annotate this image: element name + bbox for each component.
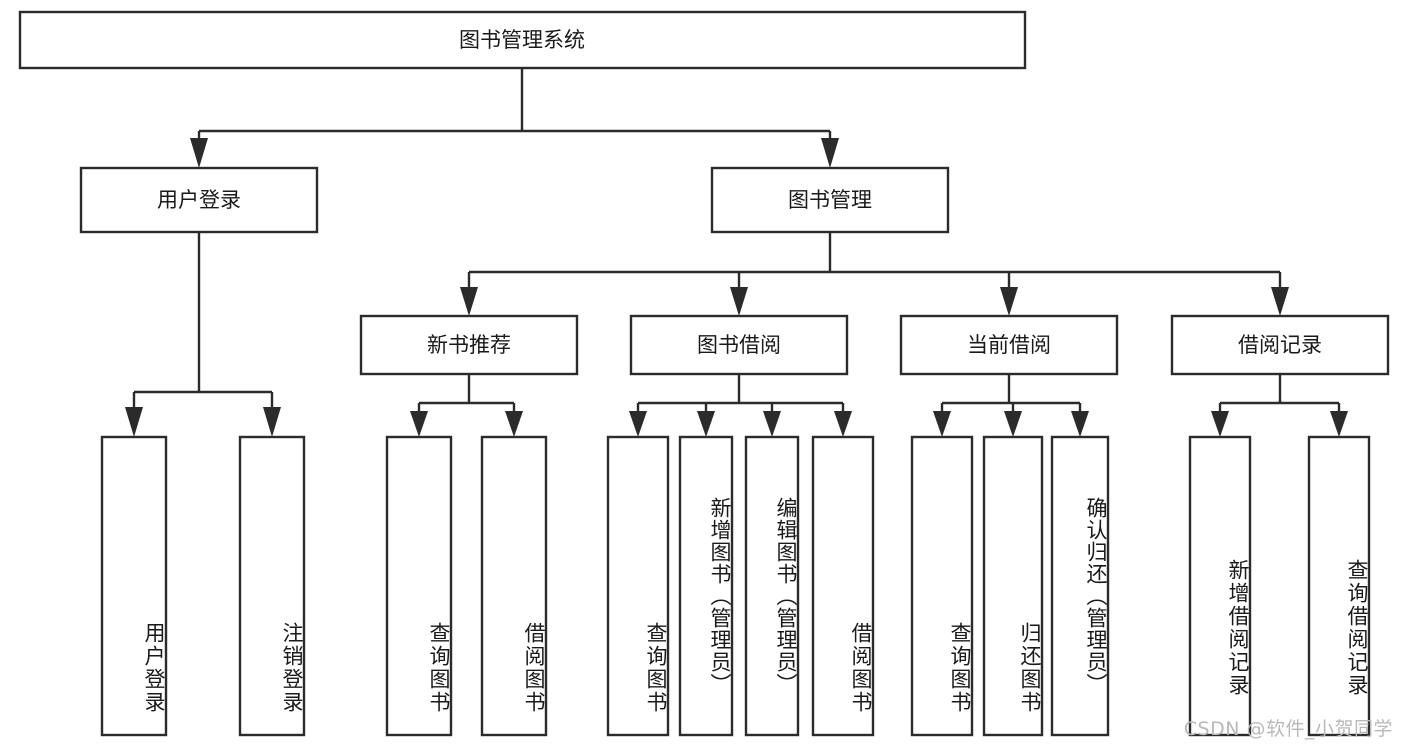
connector-group-root <box>190 68 839 168</box>
node-leaf-borrow-book-1-box[interactable] <box>480 435 548 737</box>
node-new-book-rec-box[interactable] <box>359 314 579 376</box>
node-leaf-user-login-box[interactable] <box>100 435 168 737</box>
node-root[interactable]: 图书管理系统 <box>18 10 1027 70</box>
node-book-manage-box[interactable] <box>710 166 950 234</box>
node-leaf-query-book-1-box[interactable] <box>385 435 453 737</box>
connector-group-current-borrow <box>933 374 1089 437</box>
leaf-boxes <box>100 435 1371 737</box>
node-root-box[interactable] <box>18 10 1027 70</box>
arrow-head-leaf-logout <box>263 407 281 437</box>
connector-group-user-login <box>125 232 281 437</box>
node-leaf-borrow-book-2-box[interactable] <box>811 435 875 737</box>
node-leaf-logout-box[interactable] <box>238 435 306 737</box>
node-new-book-rec-label: 新书推荐 <box>427 333 511 357</box>
node-user-login-box[interactable] <box>79 166 319 234</box>
connector-group-borrow-record <box>1211 374 1348 437</box>
node-leaf-edit-book-box[interactable] <box>744 435 800 737</box>
arrow-head-leaf-query-record <box>1330 411 1348 437</box>
node-leaf-add-record-box[interactable] <box>1188 435 1252 737</box>
arrow-head-leaf-return-book <box>1004 411 1022 437</box>
arrow-head-current-borrow <box>1000 287 1018 316</box>
arrow-head-leaf-query-book-1 <box>410 411 428 437</box>
connector-group-book-manage <box>460 232 1289 316</box>
node-leaf-confirm-return-box[interactable] <box>1050 435 1110 737</box>
node-borrow-record-label: 借阅记录 <box>1238 333 1322 357</box>
arrow-head-leaf-add-record <box>1211 411 1229 437</box>
node-book-manage[interactable]: 图书管理 <box>710 166 950 234</box>
arrow-head-book-borrow <box>730 287 748 316</box>
node-root-label: 图书管理系统 <box>459 28 585 52</box>
node-leaf-add-book-box[interactable] <box>678 435 734 737</box>
arrow-head-new-book-rec <box>460 287 478 316</box>
node-current-borrow[interactable]: 当前借阅 <box>899 314 1119 376</box>
node-book-borrow[interactable]: 图书借阅 <box>629 314 849 376</box>
connector-group-new-book-rec <box>410 374 523 437</box>
node-leaf-query-book-2-box[interactable] <box>606 435 670 737</box>
node-current-borrow-label: 当前借阅 <box>967 333 1051 357</box>
arrow-head-leaf-add-book <box>697 411 715 437</box>
node-leaf-query-book-3-box[interactable] <box>910 435 974 737</box>
arrow-head-leaf-user-login <box>125 407 143 437</box>
node-user-login[interactable]: 用户登录 <box>79 166 319 234</box>
arrow-head-borrow-record <box>1271 287 1289 316</box>
arrow-head-leaf-borrow-book-1 <box>505 411 523 437</box>
arrow-head-leaf-edit-book <box>763 411 781 437</box>
arrow-head-leaf-borrow-book-2 <box>834 411 852 437</box>
node-borrow-record[interactable]: 借阅记录 <box>1170 314 1390 376</box>
node-book-manage-label: 图书管理 <box>788 188 872 212</box>
node-new-book-rec[interactable]: 新书推荐 <box>359 314 579 376</box>
arrow-head-book-manage <box>821 138 839 168</box>
node-leaf-query-record-box[interactable] <box>1307 435 1371 737</box>
node-user-login-label: 用户登录 <box>157 188 241 212</box>
arrow-head-leaf-query-book-2 <box>629 411 647 437</box>
node-borrow-record-box[interactable] <box>1170 314 1390 376</box>
arrow-head-leaf-query-book-3 <box>933 411 951 437</box>
arrow-head-user-login <box>190 138 208 168</box>
arrow-head-leaf-confirm-return <box>1071 411 1089 437</box>
node-leaf-return-book-box[interactable] <box>982 435 1044 737</box>
node-current-borrow-box[interactable] <box>899 314 1119 376</box>
csdn-watermark: CSDN @软件_小贺同学 <box>1183 718 1393 740</box>
connector-group-book-borrow <box>629 374 852 437</box>
node-book-borrow-label: 图书借阅 <box>697 333 781 357</box>
node-book-borrow-box[interactable] <box>629 314 849 376</box>
